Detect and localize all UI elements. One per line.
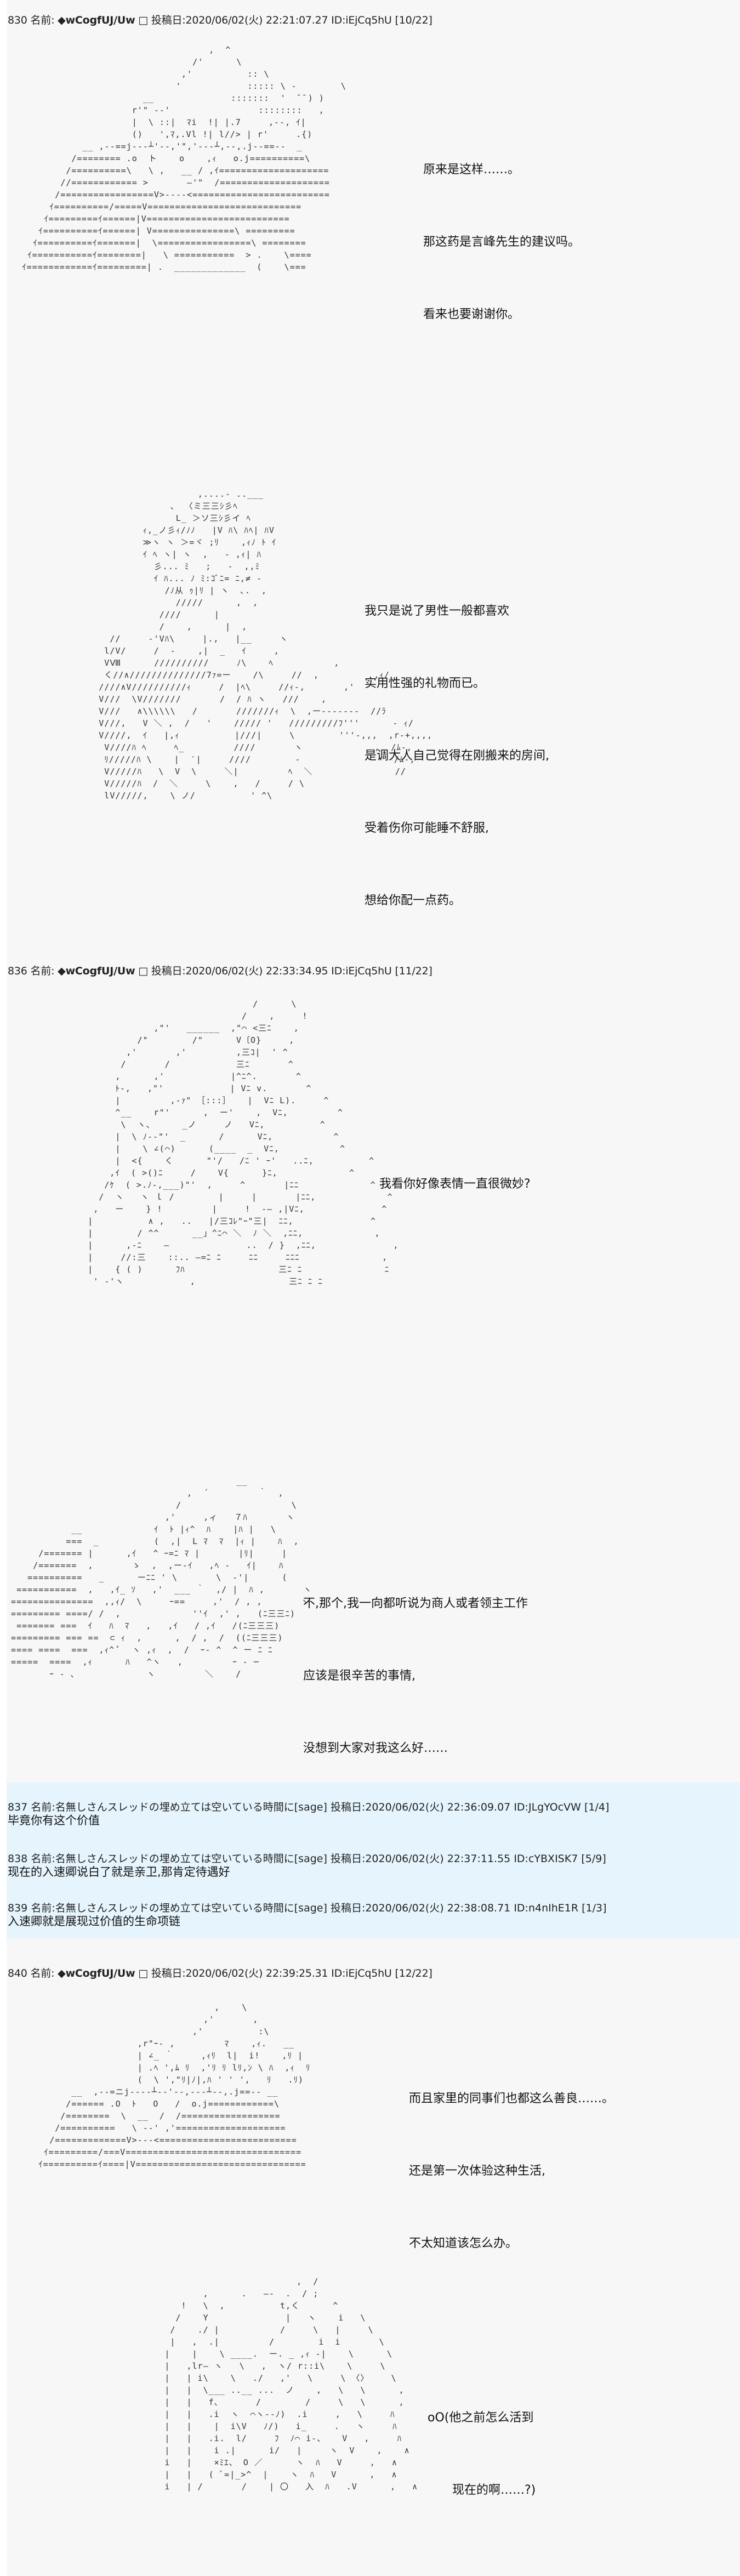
post-header: 830 名前: ◆wCogfUJ/Uw □ 投稿日:2020/06/02(火) … bbox=[8, 12, 432, 27]
dialogue-line: 现在的啊……?) bbox=[452, 2483, 536, 2497]
dialogue-line: 我看你好像表情一直很微妙? bbox=[379, 1177, 531, 1191]
comment-section: 837 名前:名無しさんスレッドの埋め立ては空いている時間に[sage] 投稿日… bbox=[7, 1782, 740, 1938]
post-count: [12/22] bbox=[395, 1967, 432, 1979]
comment-count: [5/9] bbox=[581, 1853, 606, 1865]
name-label: 名前: bbox=[31, 1902, 55, 1914]
date-label: 投稿日: bbox=[151, 14, 186, 26]
name-suffix-icon: □ bbox=[138, 965, 149, 977]
commenter-id[interactable]: ID:JLgYOcVW bbox=[514, 1801, 581, 1813]
dialogue-line: 看来也要谢谢你。 bbox=[423, 308, 520, 321]
dialogue-840-b: oO(他之前怎么活到 现在的啊……?) bbox=[428, 2358, 536, 2527]
name-label: 名前: bbox=[30, 14, 55, 26]
name-suffix-icon: □ bbox=[138, 14, 149, 26]
dialogue-830-a: 原来是这样……。 那这药是言峰先生的建议吗。 看来也要谢谢你。 bbox=[423, 110, 580, 351]
dialogue-line: 还是第一次体验这种生活, bbox=[409, 2164, 545, 2178]
dialogue-line: 受着伤你可能睡不舒服, bbox=[365, 821, 489, 835]
dialogue-line: 我只是说了男性一般都喜欢 bbox=[365, 604, 510, 618]
commenter-name[interactable]: 名無しさんスレッドの埋め立ては空いている時間に[sage] bbox=[55, 1801, 327, 1813]
name-suffix-icon: □ bbox=[138, 1967, 149, 1979]
ascii-art-hooded-figure: , ^ /' \ ,' :: \ ' ::::: \ - \ __ bbox=[22, 45, 346, 272]
commenter-id[interactable]: ID:cYBXISK7 bbox=[514, 1853, 578, 1865]
date-label: 投稿日: bbox=[330, 1902, 366, 1914]
comment-body: 入速卿就是展现过价值的生命项链 bbox=[8, 1915, 180, 1928]
dialogue-line: 是调大人自己觉得在刚搬来的房间, bbox=[365, 749, 549, 763]
date-label: 投稿日: bbox=[151, 965, 186, 977]
date-label: 投稿日: bbox=[330, 1801, 366, 1813]
ascii-art-short-hair-figure: ,....- ..___ 、 〈ミ三三ｼ彡ﾍ L_ ＞ソ三ｼ彡イ ﾍ ｨ,_ノ彡… bbox=[99, 489, 433, 801]
name-label: 名前: bbox=[30, 965, 55, 977]
poster-id[interactable]: ID:iEjCq5hU bbox=[331, 14, 392, 26]
comment-837: 837 名前:名無しさんスレッドの埋め立ては空いている時間に[sage] 投稿日… bbox=[8, 1801, 609, 1827]
commenter-id[interactable]: ID:n4nIhE1R bbox=[514, 1902, 579, 1914]
comment-header: 838 名前:名無しさんスレッドの埋め立ては空いている時間に[sage] 投稿日… bbox=[8, 1852, 606, 1865]
dialogue-line: 原来是这样……。 bbox=[423, 163, 520, 177]
comment-header: 839 名前:名無しさんスレッドの埋め立ては空いている時間に[sage] 投稿日… bbox=[8, 1902, 607, 1915]
ascii-art-hooded-figure-looking-down: __ , ´ ｀ , / \ ,' ,ィ ７ﾊ ヽ __ ｲ ﾄ |ｨ^ bbox=[11, 1476, 312, 1679]
post-number: 836 bbox=[8, 965, 27, 977]
name-label: 名前: bbox=[31, 1801, 55, 1813]
post-date: 2020/06/02(火) 22:33:34.95 bbox=[185, 965, 328, 977]
poster-name[interactable]: ◆wCogfUJ/Uw bbox=[58, 965, 135, 977]
dialogue-line: 不太知道该怎么办。 bbox=[409, 2237, 518, 2250]
date-label: 投稿日: bbox=[151, 1967, 186, 1979]
post-number: 830 bbox=[8, 14, 27, 26]
commenter-name[interactable]: 名無しさんスレッドの埋め立ては空いている時間に[sage] bbox=[55, 1902, 327, 1914]
poster-id[interactable]: ID:iEjCq5hU bbox=[331, 1967, 392, 1979]
dialogue-line: 而且家里的同事们也都这么善良……。 bbox=[409, 2092, 614, 2106]
comment-header: 837 名前:名無しさんスレッドの埋め立ては空いている時間に[sage] 投稿日… bbox=[8, 1801, 609, 1814]
date-label: 投稿日: bbox=[330, 1853, 366, 1865]
post-date: 2020/06/02(火) 22:39:25.31 bbox=[185, 1967, 328, 1979]
comment-date: 2020/06/02(火) 22:38:08.71 bbox=[365, 1902, 511, 1914]
dialogue-line: 没想到大家对我这么好…… bbox=[303, 1741, 448, 1755]
dialogue-line: 应该是很辛苦的事情, bbox=[303, 1669, 415, 1683]
dialogue-840-a: 而且家里的同事们也都这么善良……。 还是第一次体验这种生活, 不太知道该怎么办。 bbox=[409, 2039, 614, 2280]
comment-838: 838 名前:名無しさんスレッドの埋め立ては空いている時間に[sage] 投稿日… bbox=[8, 1852, 606, 1879]
comment-body: 现在的入速卿说白了就是亲卫,那肯定待遇好 bbox=[8, 1865, 230, 1879]
name-label: 名前: bbox=[31, 1853, 55, 1865]
poster-name[interactable]: ◆wCogfUJ/Uw bbox=[58, 14, 135, 26]
post-date: 2020/06/02(火) 22:21:07.27 bbox=[185, 14, 328, 26]
comment-count: [1/4] bbox=[584, 1801, 610, 1813]
comment-body: 毕竟你有这个价值 bbox=[8, 1814, 100, 1827]
post-header: 836 名前: ◆wCogfUJ/Uw □ 投稿日:2020/06/02(火) … bbox=[8, 963, 432, 978]
dialogue-line: 不,那个,我一向都听说为商人或者领主工作 bbox=[303, 1597, 528, 1610]
comment-number: 839 bbox=[8, 1902, 28, 1914]
post-count: [10/22] bbox=[395, 14, 432, 26]
dialogue-line: 想给你配一点药。 bbox=[365, 894, 462, 907]
dialogue-836-a: 我看你好像表情一直很微妙? bbox=[379, 1124, 531, 1221]
poster-name[interactable]: ◆wCogfUJ/Uw bbox=[58, 1967, 135, 1979]
comment-number: 838 bbox=[8, 1853, 28, 1865]
comment-date: 2020/06/02(火) 22:37:11.55 bbox=[365, 1853, 511, 1865]
post-count: [11/22] bbox=[395, 965, 432, 977]
dialogue-836-b: 不,那个,我一向都听说为商人或者领主工作 应该是很辛苦的事情, 没想到大家对我这… bbox=[303, 1544, 528, 1785]
dialogue-line: 实用性强的礼物而已。 bbox=[365, 677, 486, 690]
comment-date: 2020/06/02(火) 22:36:09.07 bbox=[365, 1801, 511, 1813]
dialogue-830-b: 我只是说了男性一般都喜欢 实用性强的礼物而已。 是调大人自己觉得在刚搬来的房间,… bbox=[365, 551, 549, 937]
poster-id[interactable]: ID:iEjCq5hU bbox=[331, 965, 392, 977]
left-margin bbox=[0, 0, 7, 2576]
comment-839: 839 名前:名無しさんスレッドの埋め立ては空いている時間に[sage] 投稿日… bbox=[8, 1902, 607, 1928]
post-header: 840 名前: ◆wCogfUJ/Uw □ 投稿日:2020/06/02(火) … bbox=[8, 1965, 432, 1980]
ascii-art-long-hair-figure-thinking: , / , . ―- . / ; ! \ , t,く ^ / Y | ヽ i \… bbox=[164, 2277, 418, 2492]
dialogue-line: oO(他之前怎么活到 bbox=[428, 2411, 534, 2425]
ascii-art-hooded-figure-smiling: , \ ,' , ,' :\ ,r"ｰ- , ﾏ ,ｨ. __ | ∠_ ｀ ,… bbox=[38, 2002, 311, 2169]
comment-count: [1/3] bbox=[582, 1902, 607, 1914]
name-label: 名前: bbox=[30, 1967, 55, 1979]
commenter-name[interactable]: 名無しさんスレッドの埋め立ては空いている時間に[sage] bbox=[55, 1853, 327, 1865]
post-number: 840 bbox=[8, 1967, 27, 1979]
ascii-art-long-hair-figure: / \ / , ! ,"' ______ ,"⌒ <三ﾆ , /" /" V〔O… bbox=[88, 999, 399, 1286]
comment-number: 837 bbox=[8, 1801, 28, 1813]
dialogue-line: 那这药是言峰先生的建议吗。 bbox=[423, 235, 580, 249]
